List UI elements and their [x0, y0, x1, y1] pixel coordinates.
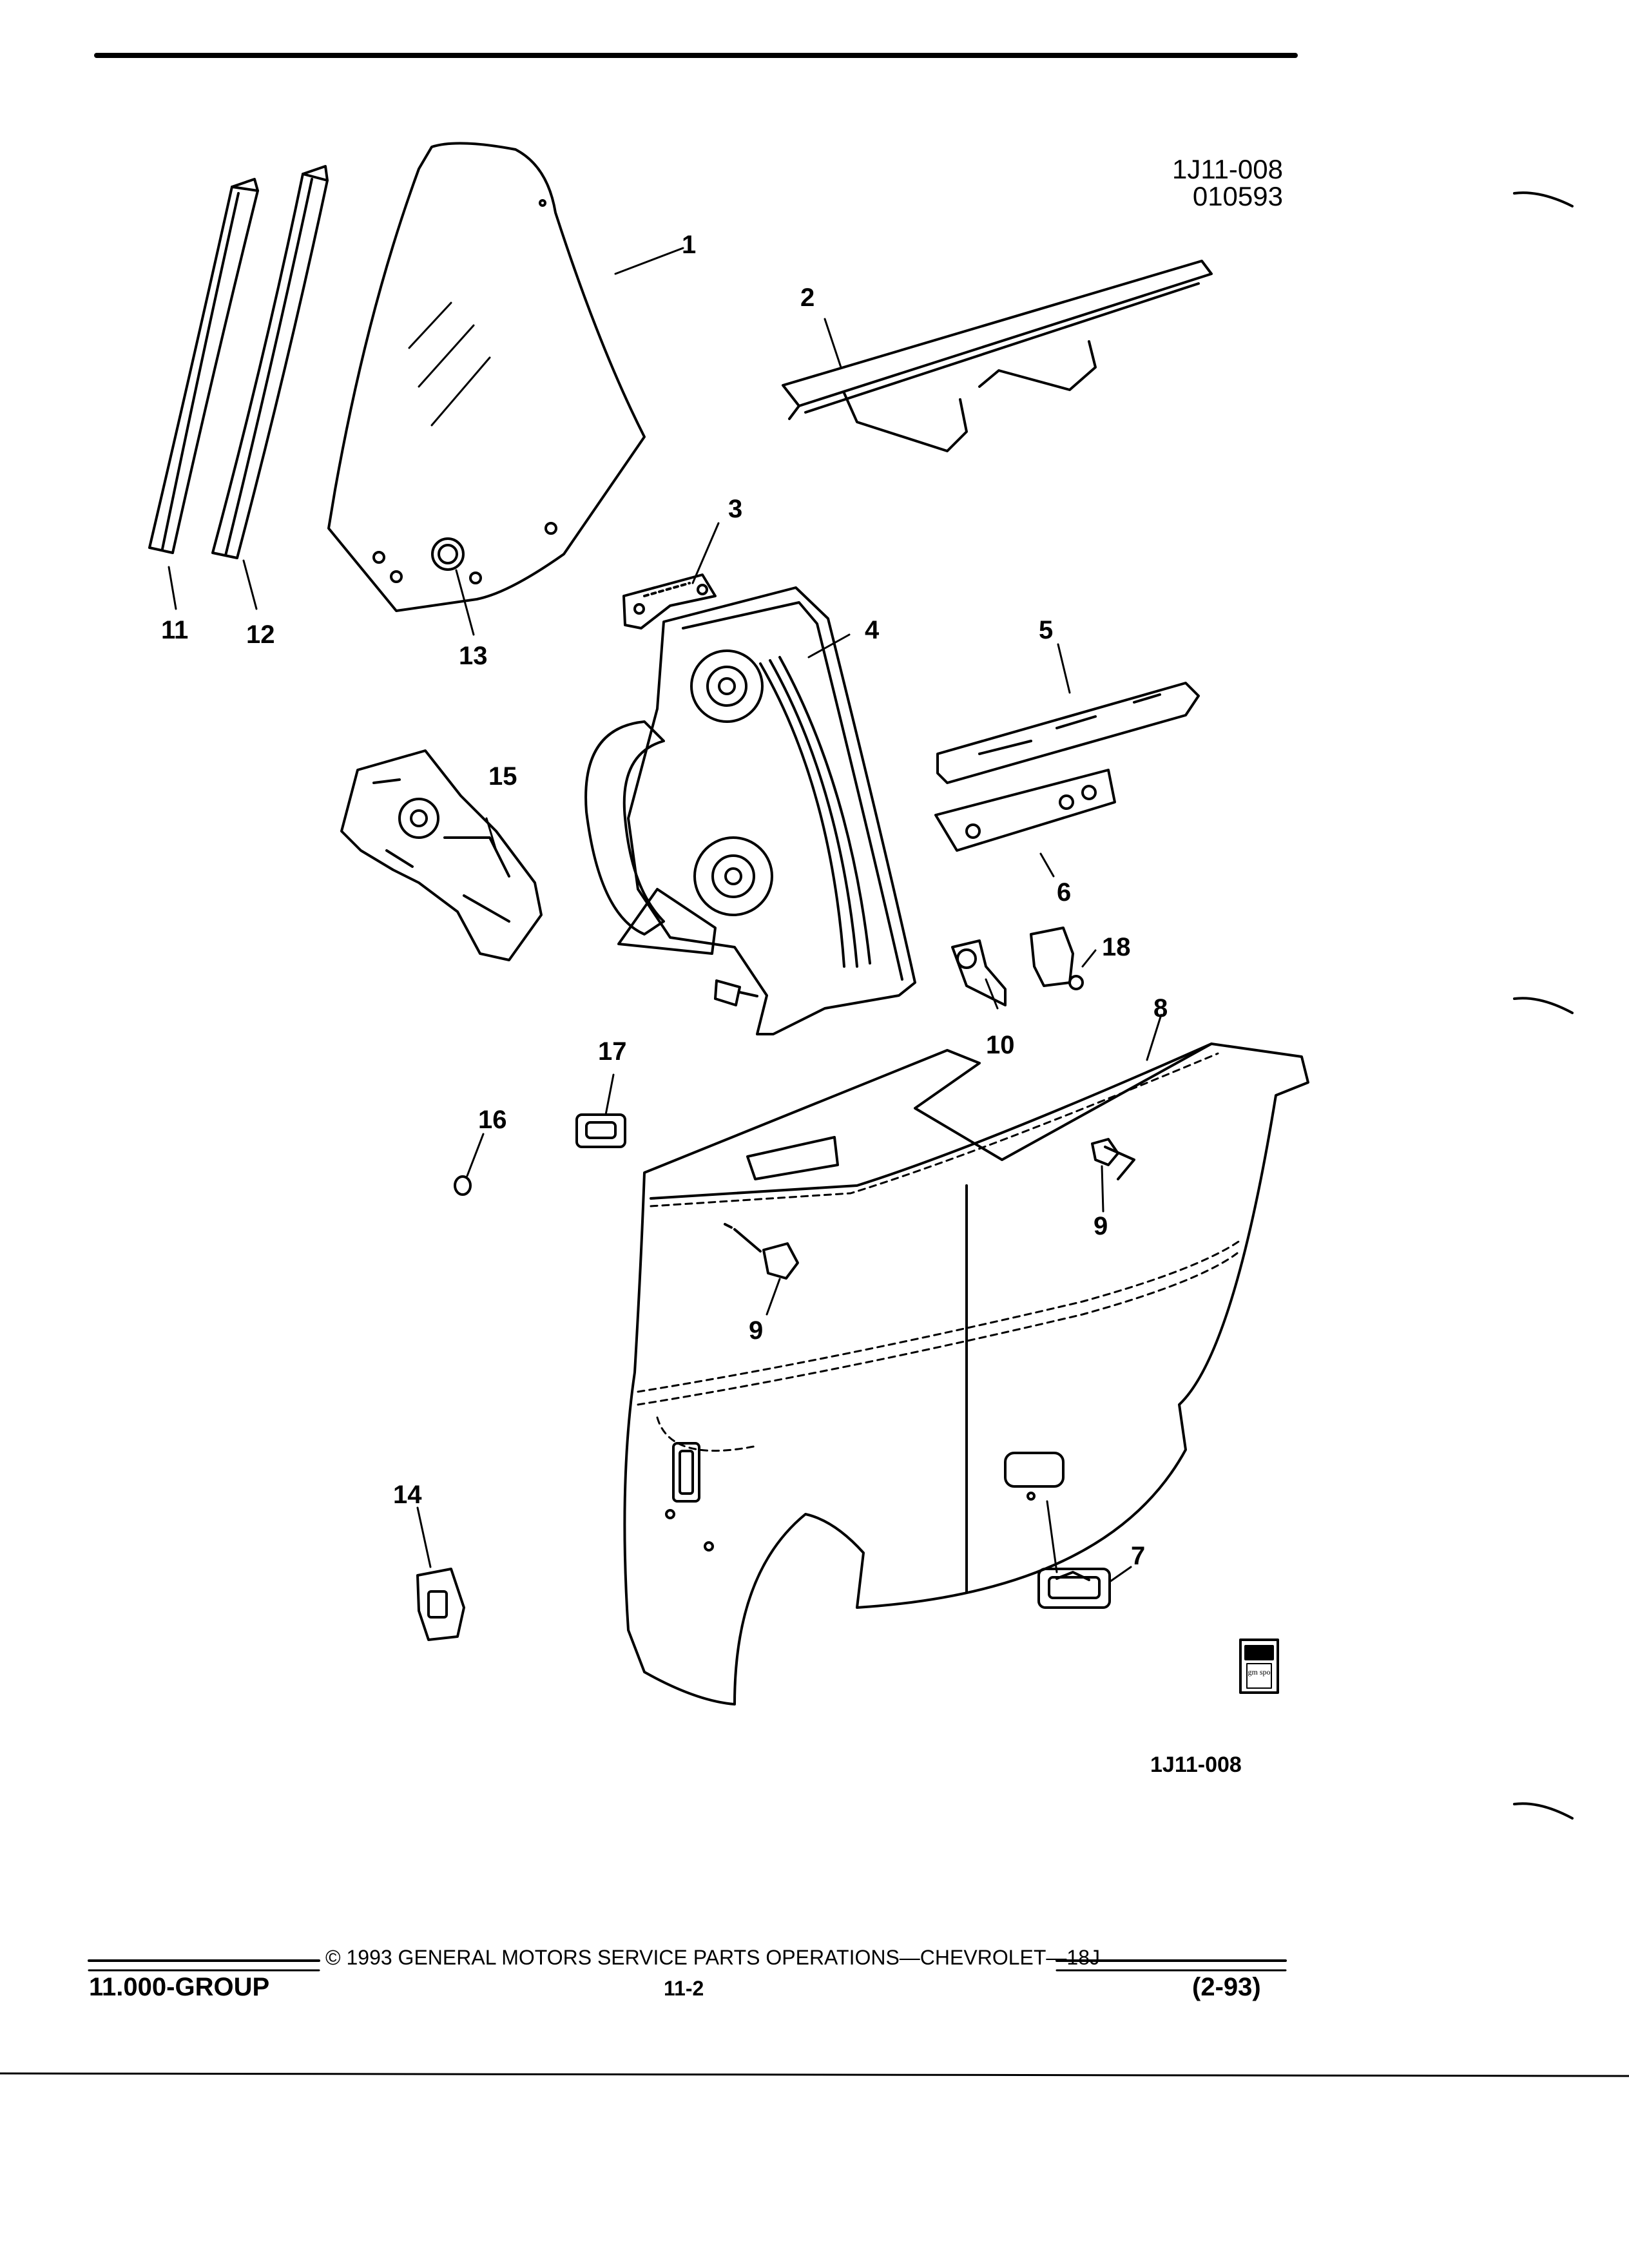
callout-10: 10	[986, 1031, 1015, 1059]
door-glass	[327, 142, 646, 612]
margin-mark	[1513, 997, 1574, 1014]
callout-11: 11	[161, 616, 189, 644]
window-regulator	[584, 586, 916, 1035]
lock-knob-18	[1030, 927, 1084, 990]
screw-9a	[724, 1223, 799, 1280]
callout-17: 17	[598, 1037, 627, 1066]
gm-spo-logo-icon	[1239, 1639, 1279, 1694]
margin-mark	[1513, 191, 1574, 207]
callout-4: 4	[865, 616, 880, 644]
door-trim-panel	[623, 1043, 1309, 1706]
callout-5: 5	[1039, 616, 1054, 644]
callout-3: 3	[728, 495, 743, 523]
drawing-code: 1J11-008	[1171, 154, 1283, 184]
callout-12: 12	[246, 620, 275, 649]
callout-18: 18	[1102, 933, 1131, 961]
plate-6	[934, 769, 1116, 852]
callout-2: 2	[800, 284, 815, 312]
callout-6: 6	[1057, 878, 1072, 907]
window-motor	[340, 749, 543, 961]
footer-copyright: © 1993 GENERAL MOTORS SERVICE PARTS OPER…	[325, 1946, 1100, 1969]
window-sash-channel	[782, 260, 1213, 452]
callout-9b: 9	[749, 1316, 764, 1345]
escutcheon-17	[575, 1113, 626, 1148]
margin-mark	[1513, 1802, 1574, 1820]
callout-1: 1	[682, 231, 697, 259]
callout-7: 7	[1131, 1542, 1146, 1570]
callout-9a: 9	[1094, 1212, 1108, 1240]
callout-14: 14	[393, 1481, 422, 1509]
leader-lines	[168, 247, 1162, 1583]
screw-9b	[1091, 1138, 1119, 1166]
figure-id: 1J11-008	[1150, 1753, 1242, 1777]
footer-page-number: 11-2	[664, 1977, 704, 2000]
glass-run-channel-12	[211, 165, 329, 559]
date-code: 010593	[1192, 181, 1283, 211]
washer-16	[454, 1175, 472, 1196]
glass-run-channel-11	[148, 178, 259, 554]
footer-revision: (2-93)	[1192, 1973, 1261, 2001]
gm-spo-logo-text: gm spo	[1248, 1667, 1271, 1677]
clip-10	[951, 939, 1007, 1006]
footer-group: 11.000-GROUP	[89, 1973, 270, 2001]
callout-8: 8	[1153, 994, 1168, 1023]
reinforcement-5	[936, 682, 1200, 784]
callout-13: 13	[459, 642, 488, 670]
power-window-switch-14	[416, 1568, 465, 1641]
bottom-scan-line	[0, 2072, 1629, 2077]
bracket-3	[622, 573, 717, 629]
callout-16: 16	[478, 1106, 507, 1134]
door-handle-bezel-7	[1037, 1568, 1111, 1609]
callout-15: 15	[488, 762, 517, 791]
